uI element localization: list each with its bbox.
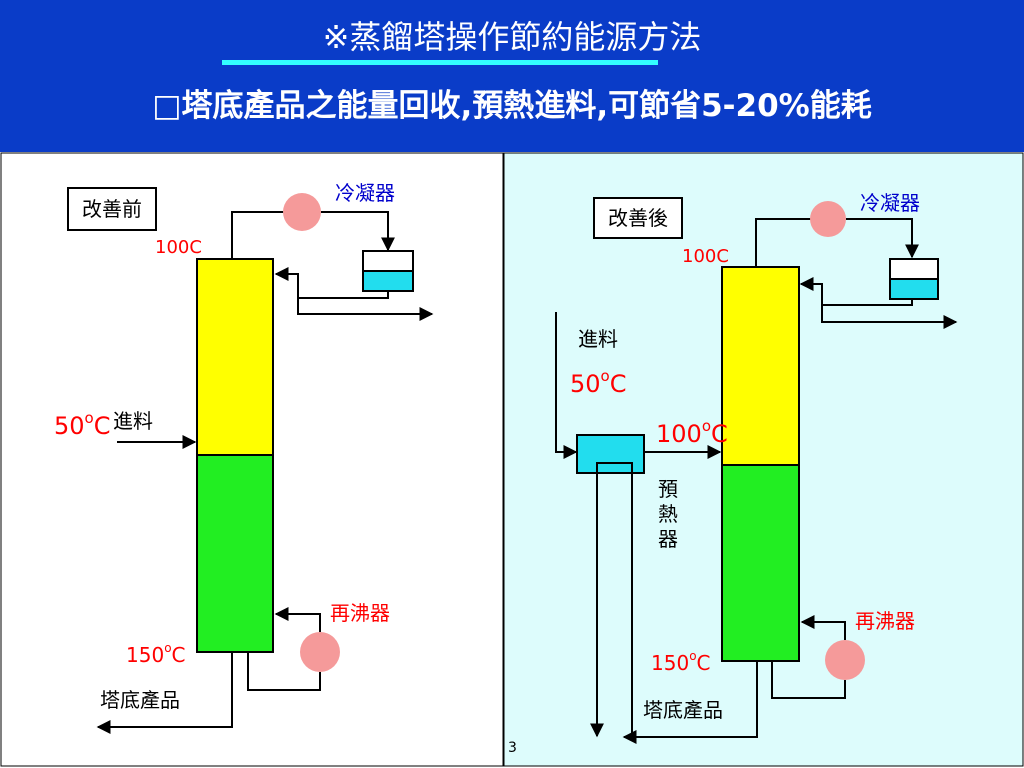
after-label: 改善後 [608, 206, 668, 230]
before-distillate-line [297, 298, 434, 321]
after-distillate-line [821, 305, 958, 329]
before-bottom-product-label: 塔底產品 [100, 688, 180, 712]
after-column-top [721, 266, 800, 466]
after-top-temp: 100C [682, 246, 729, 267]
before-vapor-line [231, 211, 285, 259]
slide-title: ※蒸餾塔操作節約能源方法 [322, 18, 702, 56]
preheater-coil [596, 462, 633, 735]
preheater-label-2: 熱 [658, 502, 678, 526]
after-reboiler-return [800, 615, 846, 640]
title-underline [222, 60, 658, 65]
before-reboiler-label: 再沸器 [330, 601, 390, 625]
after-bottom-line [622, 661, 758, 744]
before-condenser-icon [283, 193, 321, 231]
before-top-temp: 100C [155, 237, 202, 258]
before-feed-label: 進料 [113, 409, 153, 433]
before-reboiler-feed [247, 652, 321, 691]
before-condenser-label: 冷凝器 [335, 181, 395, 205]
after-column-bottom [721, 464, 800, 662]
after-reboiler-icon [825, 640, 865, 680]
after-vapor-line [755, 218, 812, 267]
header-banner: ※蒸餾塔操作節約能源方法 □塔底產品之能量回收,預熱進料,可節省5-20%能耗 [0, 0, 1024, 152]
after-bottom-temp: 150oC [651, 649, 711, 675]
before-bottom-temp: 150oC [126, 641, 186, 667]
after-feed-temp: 50oC [570, 367, 627, 398]
preheater-label-1: 預 [658, 477, 678, 501]
after-preheat-temp: 100oC [656, 417, 728, 448]
after-condensate-line [846, 218, 919, 259]
before-condensate-line [321, 211, 395, 252]
after-bottom-product-label: 塔底產品 [643, 698, 723, 722]
before-label: 改善前 [82, 197, 142, 221]
before-column-top [196, 258, 274, 456]
page-number: 3 [508, 740, 517, 756]
after-condenser-label: 冷凝器 [860, 191, 920, 215]
slide-subtitle: □塔底產品之能量回收,預熱進料,可節省5-20%能耗 [152, 88, 872, 124]
before-reboiler-icon [300, 632, 340, 672]
preheater-box [576, 434, 645, 474]
before-label-box [67, 187, 157, 231]
before-reboiler-return [274, 607, 321, 632]
before-drum-liquid [364, 271, 412, 290]
after-label-box [593, 197, 683, 239]
before-feed-temp: 50oC [54, 409, 111, 440]
before-column-bottom [196, 454, 274, 653]
distillation-diagram: 改善前 100C 冷凝器 50oC 進料 再沸器 150oC 塔底產品 改善後 … [0, 152, 1024, 767]
after-condenser-icon [810, 201, 846, 237]
preheater-label-3: 器 [658, 527, 678, 551]
after-feed-arrow [555, 312, 578, 459]
after-drum-liquid [891, 279, 937, 298]
before-bottom-line [96, 652, 233, 734]
after-reboiler-feed [771, 661, 846, 699]
after-feed-label: 進料 [578, 327, 618, 351]
after-reboiler-label: 再沸器 [855, 609, 915, 633]
